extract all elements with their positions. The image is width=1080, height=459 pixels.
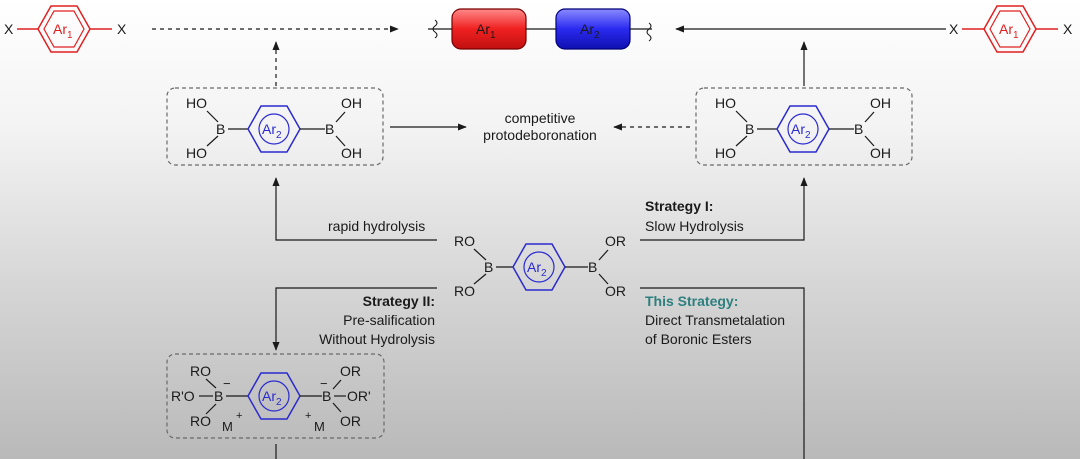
plus-charge: + [236, 410, 242, 422]
competitive-label: competitive [505, 110, 576, 126]
strategy-1-text: Slow Hydrolysis [645, 218, 744, 234]
ar2-label: Ar2 [262, 121, 282, 141]
dashed-box [166, 353, 385, 439]
atom-oh: OH [870, 95, 891, 111]
atom-or: OR [605, 233, 626, 249]
ar1-block-label: Ar1 [476, 21, 496, 41]
ar1-label: Ar1 [53, 21, 73, 41]
atom-b: B [745, 121, 754, 137]
minus-charge: − [223, 376, 231, 391]
dihalide-left: X Ar1 X [4, 5, 127, 53]
ar2-label: Ar2 [791, 121, 811, 141]
strategy-2-title: Strategy II: [363, 293, 435, 309]
atom-ho: HO [186, 95, 207, 111]
atom-ro: RO [190, 363, 211, 379]
atom-x: X [949, 21, 959, 37]
this-strategy-text-1: Direct Transmetalation [645, 312, 785, 328]
atom-or: OR [340, 413, 361, 429]
ar1-label: Ar1 [999, 21, 1019, 41]
atom-oh: OH [870, 145, 891, 161]
boronate-salt: RO R'O RO B − M + Ar2 B − + M OR OR' OR [166, 353, 385, 439]
product-polymer: Ar1 Ar2 [428, 8, 652, 50]
dashed-box [695, 87, 913, 166]
atom-ro: RO [454, 233, 475, 249]
atom-b: B [322, 388, 331, 404]
this-strategy-text-2: of Boronic Esters [645, 331, 752, 347]
dashed-box [166, 87, 384, 166]
atom-oh: OH [341, 95, 362, 111]
line-this-strategy [640, 287, 805, 459]
atom-b: B [216, 121, 225, 137]
atom-ro: RO [454, 283, 475, 299]
rapid-hydrolysis-label: rapid hydrolysis [328, 218, 425, 234]
atom-b: B [214, 388, 223, 404]
strategy-2-text-2: Without Hydrolysis [319, 331, 435, 347]
arrow-strategy-1 [640, 177, 808, 241]
atom-b: B [484, 259, 493, 275]
atom-rprime-o: R'O [171, 388, 195, 404]
atom-x: X [1063, 21, 1073, 37]
plus-charge: + [305, 410, 311, 422]
atom-or: OR [605, 283, 626, 299]
boronic-acid-right: HO HO B Ar2 B OH OH [695, 87, 913, 166]
atom-ho: HO [715, 145, 736, 161]
protodeboronation-label: protodeboronation [483, 127, 597, 143]
atom-ho: HO [715, 95, 736, 111]
strategy-2-text-1: Pre-salification [343, 312, 435, 328]
counter-ion: M [314, 419, 325, 434]
counter-ion: M [222, 419, 233, 434]
this-strategy-title: This Strategy: [645, 293, 738, 309]
atom-x: X [117, 21, 127, 37]
strategy-1-title: Strategy I: [645, 198, 713, 214]
atom-b: B [588, 259, 597, 275]
atom-or: OR [340, 363, 361, 379]
arrow-strategy-2 [272, 287, 437, 351]
boronic-ester: RO RO B Ar2 B OR OR [454, 233, 626, 299]
atom-b: B [854, 121, 863, 137]
atom-b: B [325, 121, 334, 137]
atom-ro: RO [190, 413, 211, 429]
dihalide-right: X Ar1 X [949, 5, 1073, 53]
atom-x: X [4, 21, 14, 37]
atom-ho: HO [186, 145, 207, 161]
arrow-rapid-hydrolysis [272, 177, 437, 241]
minus-charge: − [320, 376, 328, 391]
ar2-label: Ar2 [262, 388, 282, 408]
ar2-label: Ar2 [527, 259, 547, 279]
atom-oh: OH [341, 145, 362, 161]
ar2-block-label: Ar2 [580, 21, 600, 41]
boronic-acid-left: HO HO B Ar2 B OH OH [166, 87, 384, 166]
atom-or-prime: OR' [347, 388, 371, 404]
